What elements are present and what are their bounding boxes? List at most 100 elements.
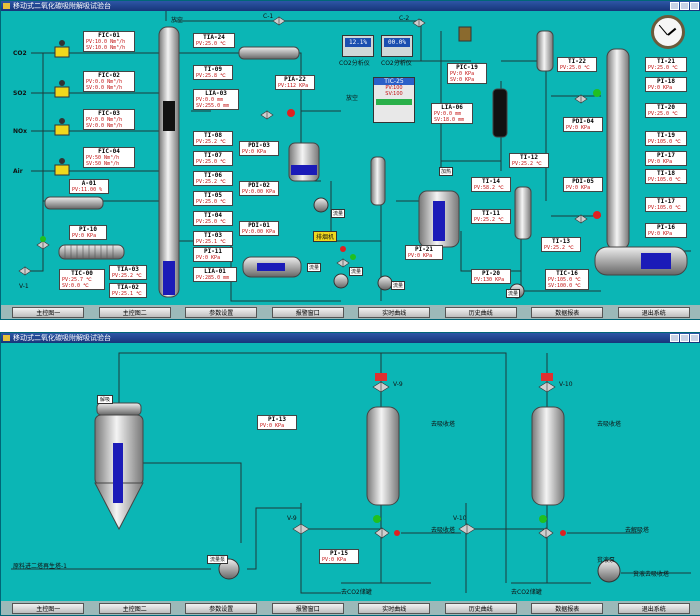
- analyzer-1-value: 12.1%: [345, 38, 371, 47]
- nav-params[interactable]: 参数设置: [185, 306, 258, 318]
- analyzer-2-value: 00.0%: [384, 38, 410, 47]
- nav2-main-1[interactable]: 主控图一: [12, 602, 85, 614]
- window-title-2: 移动式二氧化碳吸附解吸试验台: [13, 334, 111, 342]
- valve-v10-label: V-10: [559, 381, 573, 388]
- exhaust-label[interactable]: 排烟机: [313, 231, 338, 242]
- valve-v1-label: V-1: [19, 283, 29, 290]
- co2-analyzer-2: 00.0%: [381, 35, 413, 57]
- outlet-2-label: 去解吸塔: [625, 527, 650, 534]
- nav2-alarms[interactable]: 报警窗口: [271, 602, 344, 614]
- close-button[interactable]: [690, 2, 699, 10]
- nav-alarms[interactable]: 报警窗口: [271, 306, 344, 318]
- nav2-exit[interactable]: 退出系统: [617, 602, 690, 614]
- nav2-report[interactable]: 数据报表: [531, 602, 604, 614]
- maximize-button-2[interactable]: [680, 334, 689, 342]
- window-titlebar-2: 移动式二氧化碳吸附解吸试验台: [1, 333, 700, 343]
- tic25-title: TIC-25: [374, 78, 414, 85]
- nav2-history[interactable]: 历史曲线: [444, 602, 517, 614]
- flow-controllers: [54, 40, 70, 176]
- window-titlebar: 移动式二氧化碳吸附解吸试验台: [1, 1, 700, 11]
- minimize-button[interactable]: [670, 2, 679, 10]
- window-controls-2: [670, 334, 699, 342]
- right-outlet-label: 贫液去吸收塔: [633, 571, 670, 578]
- minimize-button-2[interactable]: [670, 334, 679, 342]
- window-controls: [670, 2, 699, 10]
- feed-in-label: 原料进二塔再生塔-1: [13, 563, 67, 570]
- window-title: 移动式二氧化碳吸附解吸试验台: [13, 2, 111, 10]
- co2-label: CO2: [13, 50, 27, 57]
- process-2: [11, 352, 691, 594]
- nav-bar-2: 主控图一 主控图二 参数设置 报警窗口 实时曲线 历史曲线 数据报表 退出系统: [1, 601, 700, 615]
- tic25-controller[interactable]: TIC-25 PV:100 SV:100: [373, 77, 415, 123]
- nav2-realtime[interactable]: 实时曲线: [358, 602, 431, 614]
- pump-4-label: 流量: [506, 289, 521, 298]
- nav-report[interactable]: 数据报表: [531, 306, 604, 318]
- pump-2-label: 流量: [391, 281, 406, 290]
- bottom-2-label: 去CO2储罐: [511, 589, 542, 596]
- app-icon-2: [3, 335, 10, 341]
- pump-3-label: 流量: [349, 267, 364, 276]
- nav-history[interactable]: 历史曲线: [444, 306, 517, 318]
- nav-main-1[interactable]: 主控图一: [12, 306, 85, 318]
- maximize-button[interactable]: [680, 2, 689, 10]
- main-control-screen-2: 移动式二氧化碳吸附解吸试验台: [0, 332, 700, 616]
- close-button-2[interactable]: [690, 334, 699, 342]
- valve-c1-label: C-1: [263, 13, 274, 20]
- nav2-params[interactable]: 参数设置: [185, 602, 258, 614]
- nav-exit[interactable]: 退出系统: [617, 306, 690, 318]
- nav2-main-2[interactable]: 主控图二: [98, 602, 171, 614]
- nav-main-2[interactable]: 主控图二: [98, 306, 171, 318]
- vent-label-2: 放空: [346, 95, 359, 102]
- tank-label: 解吸: [97, 395, 114, 404]
- nav-realtime[interactable]: 实时曲线: [358, 306, 431, 318]
- side-valve-2-label: V-10: [453, 515, 467, 522]
- equipment-1: [18, 16, 688, 299]
